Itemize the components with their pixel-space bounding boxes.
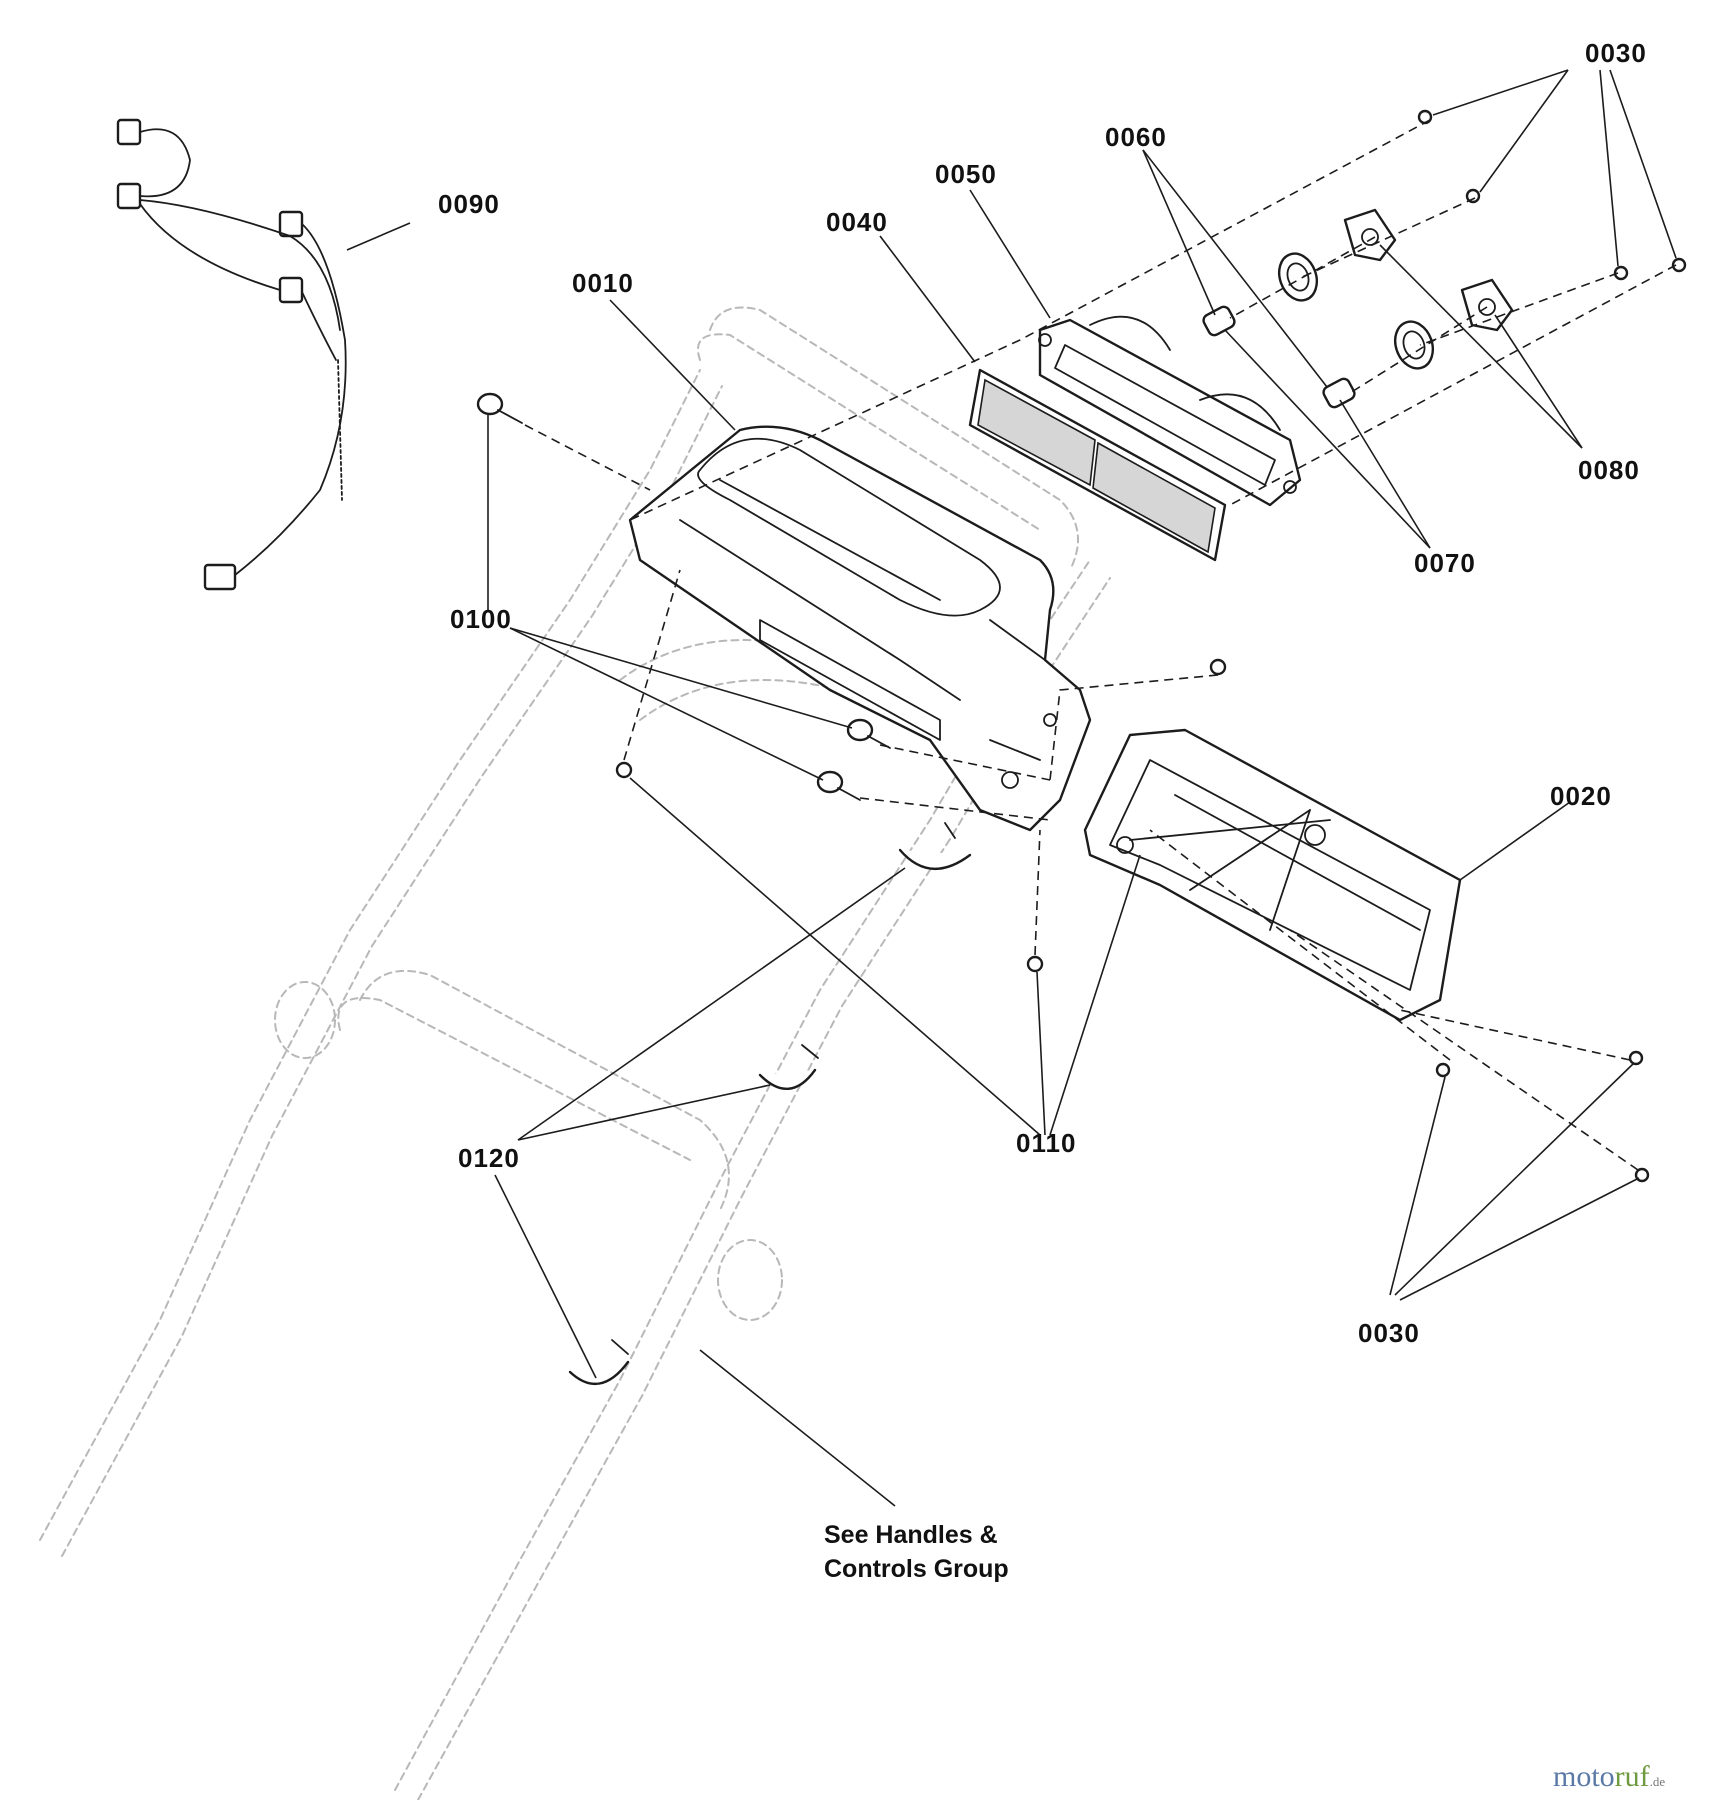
callout-0100: 0100 (450, 604, 512, 634)
rear-cover-0020 (1083, 728, 1462, 1022)
leader-lines (346, 69, 1677, 1507)
svg-text:motoruf.de: motoruf.de (1553, 1760, 1665, 1793)
watermark-moto: moto (1553, 1760, 1615, 1793)
nut-0110-2 (1209, 658, 1227, 676)
clip-0120-2 (758, 1044, 819, 1091)
bolt-0100-mid (846, 718, 891, 749)
bulb-0070-lower (1322, 377, 1356, 409)
callout-labels: 0010 0020 0030 0030 0040 0050 0060 0070 … (438, 38, 1647, 1348)
callout-0090: 0090 (438, 189, 500, 219)
note-line-2: Controls Group (824, 1555, 1009, 1583)
callout-0030-top: 0030 (1585, 38, 1647, 68)
screw-0030-bottom-1 (1435, 1062, 1451, 1078)
screw-0030-top-4 (1671, 257, 1687, 273)
watermark-logo: motoruf.de (1553, 1760, 1665, 1793)
wiring-harness-0090 (116, 118, 347, 591)
gasket-lower (1393, 320, 1435, 370)
callout-0050: 0050 (935, 159, 997, 189)
socket-0080-lower (1460, 278, 1514, 332)
reference-note: See Handles & Controls Group (824, 1521, 1009, 1583)
housing-0010 (628, 425, 1092, 832)
callout-0030-bottom: 0030 (1358, 1318, 1420, 1348)
bolt-0100-left (476, 392, 523, 424)
callout-0060: 0060 (1105, 122, 1167, 152)
clip-0120-3 (568, 1339, 630, 1386)
lens-0040 (968, 368, 1227, 562)
bezel-0050 (1038, 315, 1302, 507)
gasket-upper (1277, 252, 1319, 302)
screw-0030-top-3 (1613, 265, 1629, 281)
bulb-0070-upper (1202, 305, 1236, 337)
callout-0110: 0110 (1016, 1128, 1076, 1158)
callout-0010: 0010 (572, 268, 634, 298)
callout-0070: 0070 (1414, 548, 1476, 578)
watermark-ruf: ruf (1615, 1760, 1650, 1793)
screw-0030-top-2 (1465, 188, 1481, 204)
bolt-0100-low (816, 770, 861, 801)
explode-lines (524, 119, 1677, 1171)
clip-0120-1 (898, 822, 972, 870)
nut-0110-1 (615, 761, 633, 779)
watermark-tld: .de (1650, 1774, 1666, 1789)
callout-0080: 0080 (1578, 455, 1640, 485)
callout-0120: 0120 (458, 1143, 520, 1173)
callout-0020: 0020 (1550, 781, 1612, 811)
nut-0110-3 (1026, 955, 1044, 973)
callout-0040: 0040 (826, 207, 888, 237)
screw-0030-bottom-2 (1628, 1050, 1644, 1066)
note-line-1: See Handles & (824, 1521, 998, 1549)
